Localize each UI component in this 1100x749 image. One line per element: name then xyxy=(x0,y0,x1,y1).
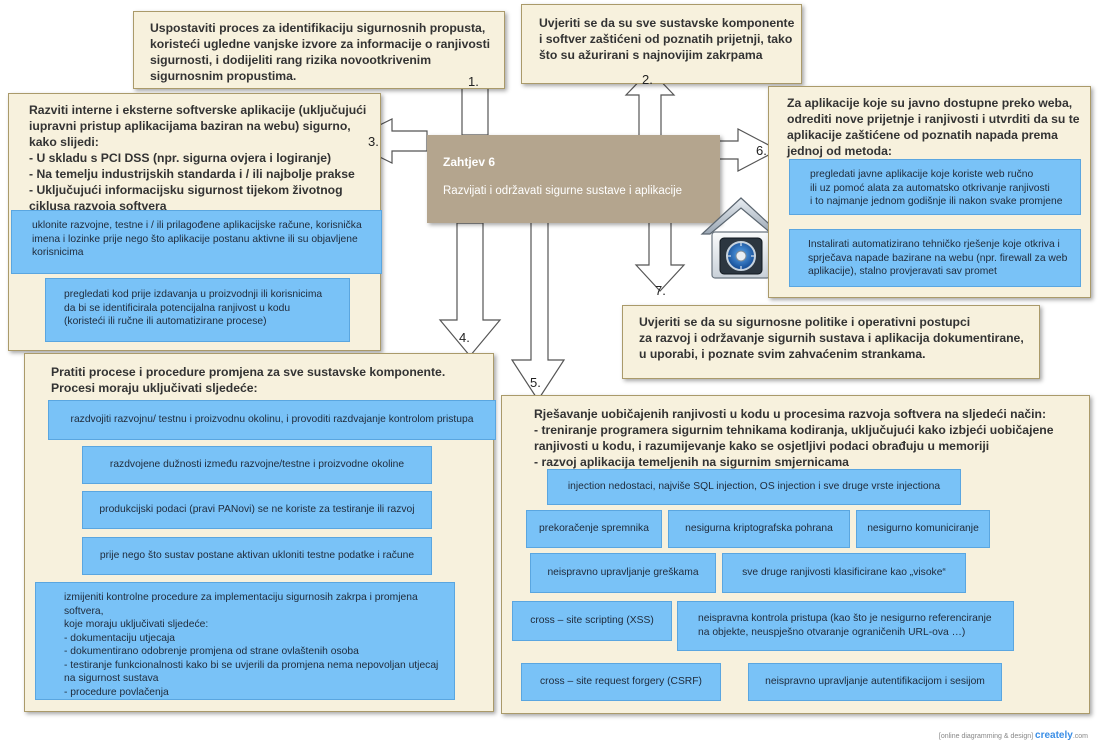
arrow-label-5: 5. xyxy=(530,375,541,390)
footer-credit: [online diagramming & design] creately.c… xyxy=(939,730,1088,741)
box-5: Rješavanje uobičajenih ranjivosti u kodu… xyxy=(501,395,1090,714)
box-4-item-2: produkcijski podaci (pravi PANovi) se ne… xyxy=(82,491,432,529)
box-5-text: Rješavanje uobičajenih ranjivosti u kodu… xyxy=(534,407,1054,469)
box-3-item-1: pregledati kod prije izdavanja u proizvo… xyxy=(45,278,350,342)
arrow-label-7: 7. xyxy=(655,283,666,298)
arrow-label-6: 6. xyxy=(756,143,767,158)
box-5-item-8: cross – site request forgery (CSRF) xyxy=(521,663,721,701)
central-requirement: Zahtjev 6 Razvijati i održavati sigurne … xyxy=(427,135,720,223)
box-5-item-7: neispravna kontrola pristupa (kao što je… xyxy=(677,601,1014,651)
box-1-text: Uspostaviti proces za identifikaciju sig… xyxy=(150,21,491,83)
arrow-label-4: 4. xyxy=(459,330,470,345)
box-5-item-5: sve druge ranjivosti klasificirane kao „… xyxy=(722,553,966,593)
box-6-item-1: Instalirati automatizirano tehničko rješ… xyxy=(789,229,1081,287)
footer-suffix: .com xyxy=(1072,733,1088,740)
box-1: Uspostaviti proces za identifikaciju sig… xyxy=(133,11,505,89)
box-5-item-0: injection nedostaci, najviše SQL injecti… xyxy=(547,469,961,505)
footer-brand: creately xyxy=(1035,730,1073,741)
box-5-item-1: prekoračenje spremnika xyxy=(526,510,662,548)
box-4: Pratiti procese i procedure promjena za … xyxy=(24,353,496,712)
footer-text: [online diagramming & design] xyxy=(938,733,1034,740)
box-5-item-3: nesigurno komuniciranje xyxy=(856,510,990,548)
box-4-item-1: razdvojene dužnosti između razvojne/test… xyxy=(82,446,432,484)
box-5-item-2: nesigurna kriptografska pohrana xyxy=(668,510,850,548)
box-4-item-3: prije nego što sustav postane aktivan uk… xyxy=(82,537,432,575)
box-7-text: Uvjeriti se da su sigurnosne politike i … xyxy=(639,315,1024,361)
central-title: Zahtjev 6 xyxy=(443,155,496,169)
box-6: Za aplikacije koje su javno dostupne pre… xyxy=(768,86,1091,298)
box-3-text: Razviti interne i eksterne softverske ap… xyxy=(29,103,367,213)
box-6-item-0: pregledati javne aplikacije koje koriste… xyxy=(789,159,1081,215)
box-3: Razviti interne i eksterne softverske ap… xyxy=(8,93,382,351)
arrow-label-2: 2. xyxy=(642,72,653,87)
box-5-item-9: neispravno upravljanje autentifikacijom … xyxy=(748,663,1002,701)
box-7: Uvjeriti se da su sigurnosne politike i … xyxy=(622,305,1040,379)
arrow-label-3: 3. xyxy=(368,134,379,149)
box-4-item-4: izmijeniti kontrolne procedure za implem… xyxy=(35,582,455,700)
box-3-item-0: uklonite razvojne, testne i / ili prilag… xyxy=(11,210,382,274)
box-6-text: Za aplikacije koje su javno dostupne pre… xyxy=(787,96,1080,158)
box-5-item-6: cross – site scripting (XSS) xyxy=(512,601,672,641)
central-subtitle: Razvijati i održavati sigurne sustave i … xyxy=(443,185,683,197)
arrow-label-1: 1. xyxy=(468,74,479,89)
box-4-text: Pratiti procese i procedure promjena za … xyxy=(51,365,446,395)
box-4-item-0: razdvojiti razvojnu/ testnu i proizvodnu… xyxy=(48,400,496,440)
arrow-5 xyxy=(510,221,566,402)
box-2: Uvjeriti se da su sve sustavske komponen… xyxy=(521,4,802,84)
box-2-text: Uvjeriti se da su sve sustavske komponen… xyxy=(539,16,795,62)
arrow-7 xyxy=(634,221,686,292)
arrow-4 xyxy=(438,222,502,357)
box-5-item-4: neispravno upravljanje greškama xyxy=(530,553,716,593)
